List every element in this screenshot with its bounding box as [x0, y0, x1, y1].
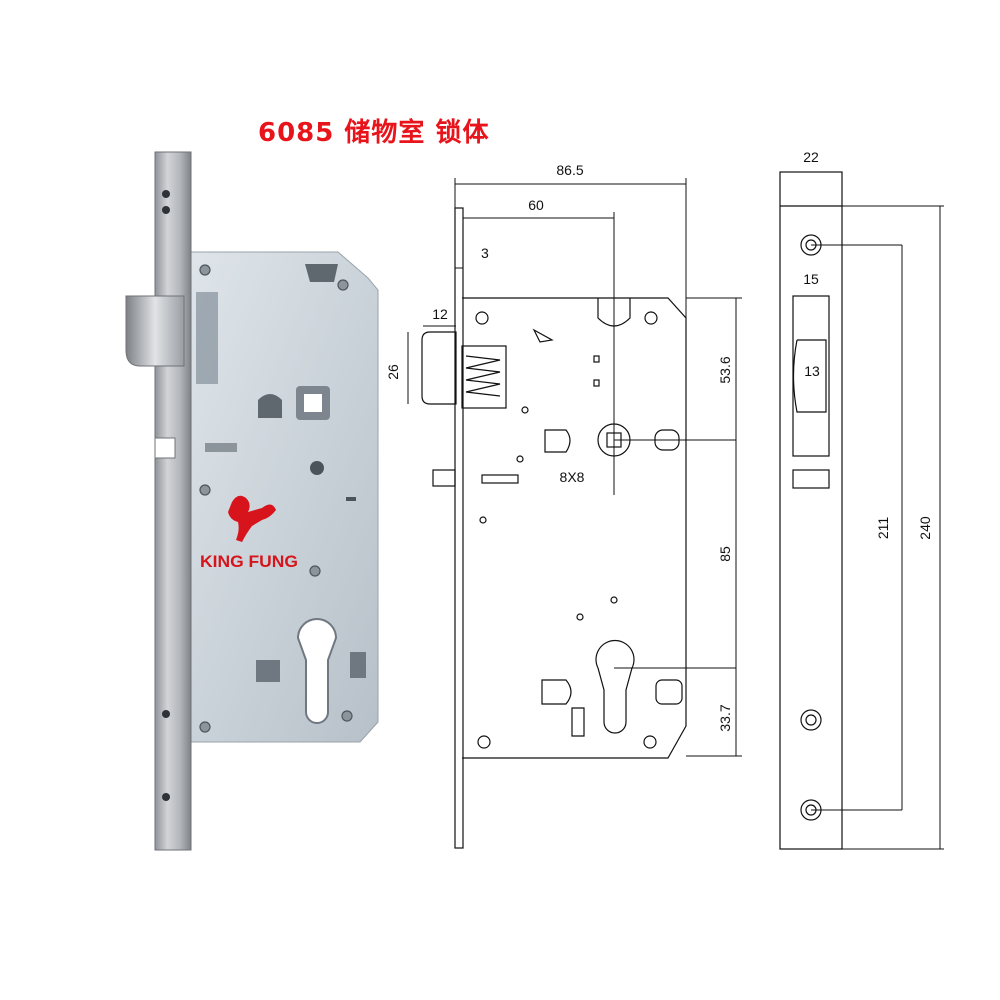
- front-bolt-slot: [792, 469, 830, 489]
- side-screws: [475, 311, 658, 749]
- side-case: [462, 297, 687, 759]
- side-hub-ear: [544, 429, 571, 453]
- dim-latch-height: 26: [385, 364, 401, 380]
- case-screw: [309, 565, 321, 577]
- case-screw: [199, 721, 211, 733]
- lock-case: [185, 251, 379, 743]
- top-notch: [305, 264, 338, 282]
- case-screw: [199, 484, 211, 496]
- side-view-drawing: [421, 207, 687, 849]
- side-lower-slot: [571, 707, 585, 737]
- faceplate-hole: [162, 710, 170, 718]
- side-dot: [593, 355, 600, 363]
- hub-slot: [258, 394, 282, 418]
- case-screw: [341, 710, 353, 722]
- side-dimension-lines: [407, 178, 742, 757]
- case-screw: [337, 279, 349, 291]
- cylinder-slot: [256, 660, 280, 682]
- front-screw-hole: [805, 714, 817, 726]
- dim-center-distance: 85: [717, 546, 733, 562]
- dim-faceplate-length: 240: [917, 516, 933, 540]
- front-dimension-lines: [780, 171, 944, 850]
- brand-logo-text: KING FUNG: [200, 552, 298, 571]
- faceplate-hole: [162, 793, 170, 801]
- lock-photo: KING FUNG: [125, 151, 379, 851]
- dim-backset: 60: [528, 197, 544, 213]
- side-faceplate: [454, 207, 464, 849]
- front-latch: [792, 339, 827, 413]
- faceplate-slot: [154, 437, 176, 459]
- front-screw-hole: [800, 709, 822, 731]
- product-title: 6085 储物室 锁体: [258, 118, 490, 148]
- dim-latch-width: 13: [804, 363, 820, 379]
- side-latch: [421, 331, 457, 405]
- small-slot: [205, 443, 237, 452]
- dim-spindle: 8X8: [560, 469, 585, 485]
- latch-spring: [196, 292, 218, 384]
- dim-screw-spacing: 211: [875, 517, 891, 540]
- faceplate-hole: [162, 206, 170, 214]
- side-cylinder-slot: [655, 679, 683, 705]
- case-screw: [199, 264, 211, 276]
- dim-upper-center: 53.6: [717, 356, 733, 383]
- dim-latch-slot-width: 15: [803, 271, 819, 287]
- spindle-square: [304, 394, 322, 412]
- center-hole: [310, 461, 324, 475]
- faceplate: [154, 151, 192, 851]
- small-slot: [346, 497, 356, 501]
- side-spring: [465, 355, 501, 397]
- faceplate-hole: [162, 190, 170, 198]
- cylinder-slot: [350, 652, 366, 678]
- dim-overall-width: 86.5: [556, 162, 583, 178]
- side-stop: [432, 469, 456, 487]
- side-cylinder-slot: [541, 679, 572, 705]
- side-cylinder-hole: [595, 639, 635, 734]
- side-tab: [532, 328, 554, 343]
- latch-bolt: [125, 295, 185, 367]
- side-slot: [481, 474, 519, 484]
- side-dot: [593, 379, 600, 387]
- dim-latch-projection: 12: [432, 306, 448, 322]
- side-spring-housing: [461, 345, 507, 409]
- horse-logo-icon: [228, 495, 276, 542]
- dim-faceplate-width: 22: [803, 149, 819, 165]
- dim-faceplate-thickness: 3: [481, 245, 489, 261]
- dim-lower-offset: 33.7: [717, 704, 733, 731]
- cylinder-hole: [296, 618, 338, 724]
